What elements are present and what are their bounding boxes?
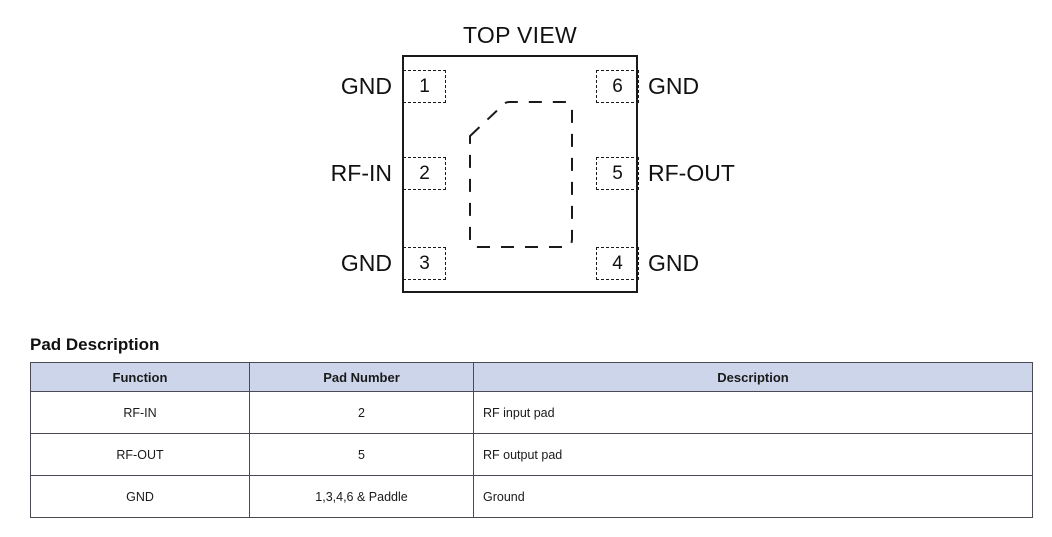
thermal-paddle-outline [468, 100, 574, 249]
cell-pad-number: 5 [249, 433, 474, 476]
pin-label-4: GND [648, 250, 700, 276]
pad-box-1: 1 [403, 70, 446, 103]
pad-description-table: Function Pad Number Description RF-IN 2 … [30, 362, 1033, 518]
cell-pad-number: 2 [249, 391, 474, 434]
table-row: RF-IN 2 RF input pad [30, 391, 1033, 434]
package-diagram: TOP VIEW 1 2 3 6 5 4 GND RF-IN GND GND R… [330, 22, 735, 293]
pad-box-6: 6 [596, 70, 639, 103]
cell-function: GND [30, 475, 250, 518]
table-row: GND 1,3,4,6 & Paddle Ground [30, 475, 1033, 518]
pad-number-3: 3 [419, 252, 430, 274]
pin-label-6: GND [648, 73, 700, 99]
cell-description: RF output pad [473, 433, 1033, 476]
cell-description: Ground [473, 475, 1033, 518]
pad-box-4: 4 [596, 247, 639, 280]
cell-function: RF-IN [30, 391, 250, 434]
pad-number-6: 6 [612, 75, 623, 97]
pad-description-section: Pad Description Function Pad Number Desc… [30, 334, 1033, 518]
table-header-row: Function Pad Number Description [30, 362, 1033, 392]
pad-box-2: 2 [403, 157, 446, 190]
pad-description-heading: Pad Description [30, 335, 160, 354]
pad-number-5: 5 [612, 162, 623, 184]
cell-pad-number: 1,3,4,6 & Paddle [249, 475, 474, 518]
pin-label-3: GND [340, 250, 392, 276]
pad-box-5: 5 [596, 157, 639, 190]
column-header-function: Function [30, 362, 250, 392]
pad-number-1: 1 [419, 75, 430, 97]
cell-description: RF input pad [473, 391, 1033, 434]
pad-number-4: 4 [612, 252, 623, 274]
pin-label-5: RF-OUT [648, 160, 735, 186]
cell-function: RF-OUT [30, 433, 250, 476]
column-header-description: Description [473, 362, 1033, 392]
table-row: RF-OUT 5 RF output pad [30, 433, 1033, 476]
pin-label-1: GND [340, 73, 392, 99]
pin-label-2: RF-IN [330, 160, 392, 186]
pad-box-3: 3 [403, 247, 446, 280]
top-view-title: TOP VIEW [462, 22, 578, 48]
pad-number-2: 2 [419, 162, 430, 184]
column-header-pad-number: Pad Number [249, 362, 474, 392]
